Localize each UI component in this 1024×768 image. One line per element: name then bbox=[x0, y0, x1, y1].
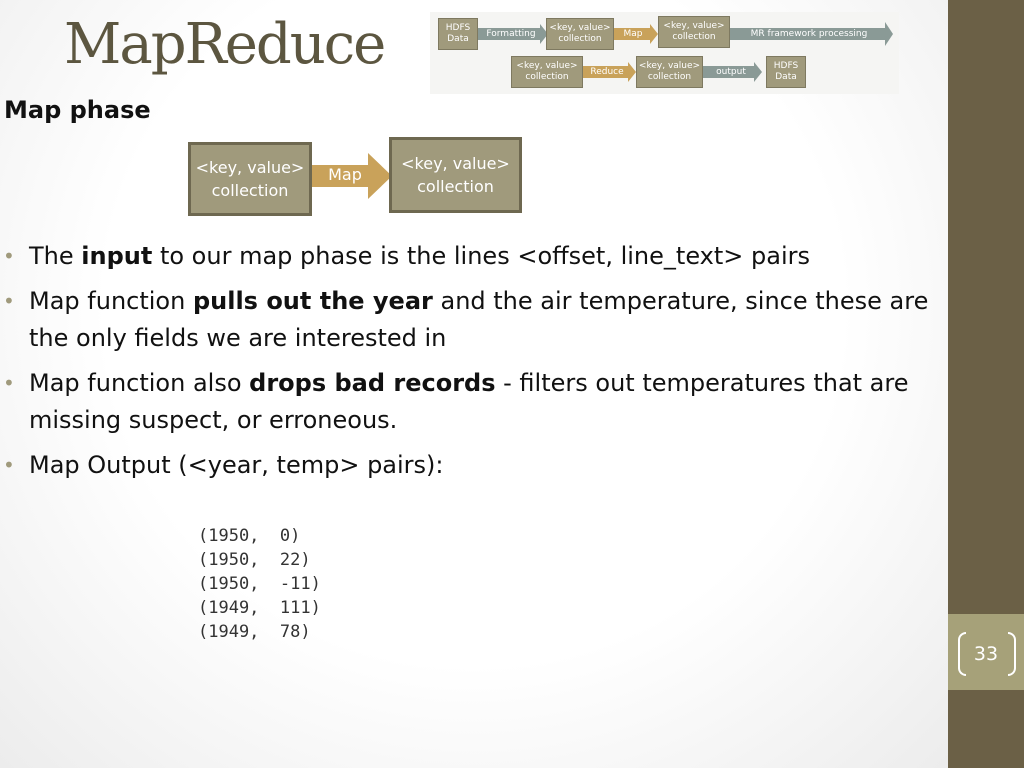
map-output-list: (1950, 0) (1950, 22) (1950, -11) (1949, … bbox=[198, 524, 321, 644]
page-number-left-bracket bbox=[958, 632, 966, 676]
map-output-line: (1950, 22) bbox=[198, 550, 311, 570]
bullet-item: •Map function also drops bad records - f… bbox=[0, 365, 960, 439]
bullet-item: •Map Output (<year, temp> pairs): bbox=[0, 447, 960, 484]
output-kv-collection-box: <key, value> collection bbox=[389, 137, 522, 213]
output-label: output bbox=[716, 67, 746, 77]
slide-title: MapReduce bbox=[64, 12, 386, 77]
bullet-item: •Map function pulls out the year and the… bbox=[0, 283, 960, 357]
mapreduce-overview-diagram: HDFS Data Formatting <key, value> collec… bbox=[430, 12, 899, 94]
page-number: 33 bbox=[973, 643, 999, 665]
input-kv-collection-box: <key, value> collection bbox=[188, 142, 312, 216]
page-number-badge bbox=[948, 614, 1024, 690]
reduce-label: Reduce bbox=[590, 67, 624, 77]
map-output-line: (1950, 0) bbox=[198, 526, 301, 546]
map-arrow-label: Map bbox=[328, 165, 362, 184]
output-arrow bbox=[703, 62, 762, 82]
bullet-dot-icon: • bbox=[3, 371, 15, 395]
bullet-dot-icon: • bbox=[3, 453, 15, 477]
reduce-arrow bbox=[583, 62, 636, 82]
map-arrow bbox=[306, 153, 392, 199]
map-arrow-small bbox=[614, 24, 658, 44]
framework-label: MR framework processing bbox=[750, 29, 868, 39]
map-output-line: (1950, -11) bbox=[198, 574, 321, 594]
bullet-dot-icon: • bbox=[3, 289, 15, 313]
map-output-line: (1949, 78) bbox=[198, 622, 311, 642]
kv-collection-box-2: <key, value> collection bbox=[658, 16, 730, 48]
map-label-small: Map bbox=[623, 29, 643, 39]
map-output-line: (1949, 111) bbox=[198, 598, 321, 618]
slide-background bbox=[0, 0, 948, 768]
slide-subtitle: Map phase bbox=[4, 96, 151, 124]
framework-arrow bbox=[730, 22, 893, 46]
formatting-label: Formatting bbox=[486, 29, 536, 39]
formatting-arrow bbox=[478, 24, 548, 44]
kv-collection-box-4: <key, value> collection bbox=[636, 56, 703, 88]
overview-arrows bbox=[478, 22, 893, 82]
bullet-dot-icon: • bbox=[3, 244, 15, 268]
hdfs-data-box-2: HDFS Data bbox=[766, 56, 806, 88]
hdfs-data-box: HDFS Data bbox=[438, 18, 478, 50]
bullet-item: •The input to our map phase is the lines… bbox=[0, 238, 960, 275]
bullet-list: •The input to our map phase is the lines… bbox=[0, 238, 960, 492]
kv-collection-box-3: <key, value> collection bbox=[511, 56, 583, 88]
kv-collection-box-1: <key, value> collection bbox=[546, 18, 614, 50]
